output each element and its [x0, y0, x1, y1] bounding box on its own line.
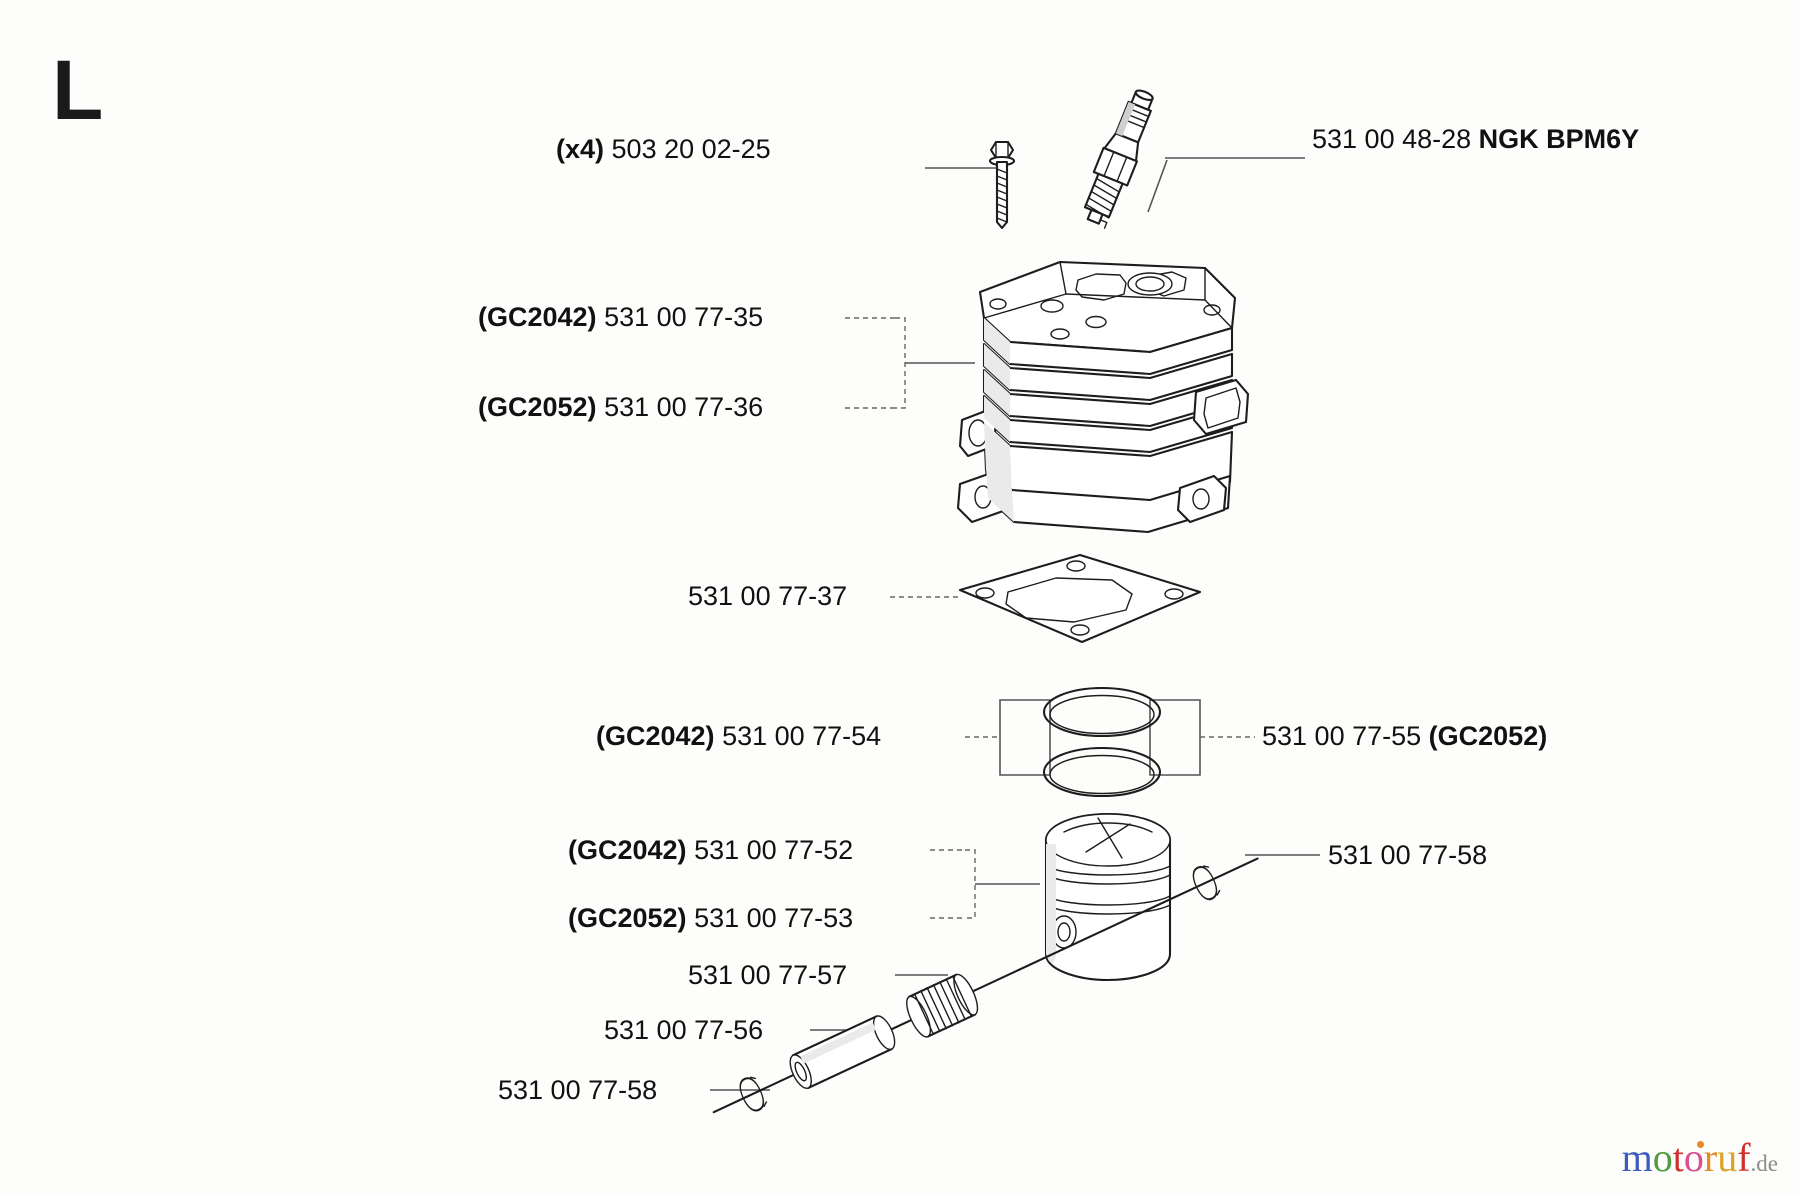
label-circlip-bottom-part: 531 00 77-58 [498, 1075, 658, 1105]
logo-letter-f: f [1737, 1135, 1751, 1180]
label-gasket-part: 531 00 77-37 [688, 581, 848, 611]
label-ring-gc2042: (GC2042) 531 00 77-54 [596, 723, 881, 750]
motoruf-logo[interactable]: motoruf.de [1622, 1138, 1778, 1178]
label-piston-gc2052: (GC2052) 531 00 77-53 [568, 905, 853, 932]
label-screw: (x4) 503 20 02-25 [556, 136, 771, 163]
label-cylinder-gc2052-model: (GC2052) [478, 392, 597, 422]
logo-letter-o1: o [1652, 1135, 1673, 1180]
label-circlip-top-part: 531 00 77-58 [1328, 840, 1488, 870]
label-piston-gc2042: (GC2042) 531 00 77-52 [568, 837, 853, 864]
label-cylinder-gc2042-part: 531 00 77-35 [604, 302, 764, 332]
label-bearing-part: 531 00 77-57 [688, 960, 848, 990]
logo-tld: .de [1750, 1151, 1778, 1176]
logo-dot-icon [1697, 1141, 1704, 1148]
label-spark-plug-part: 531 00 48-28 [1312, 124, 1472, 154]
label-ring-gc2042-model: (GC2042) [596, 721, 715, 751]
label-spark-plug-brand: NGK BPM6Y [1478, 124, 1640, 154]
label-piston-gc2042-part: 531 00 77-52 [694, 835, 854, 865]
label-circlip-bottom: 531 00 77-58 [498, 1077, 657, 1104]
label-cylinder-gc2052-part: 531 00 77-36 [604, 392, 764, 422]
label-circlip-top: 531 00 77-58 [1328, 842, 1487, 869]
label-ring-gc2052: 531 00 77-55 (GC2052) [1262, 723, 1547, 750]
label-screw-part: 503 20 02-25 [611, 134, 771, 164]
label-cylinder-gc2052: (GC2052) 531 00 77-36 [478, 394, 763, 421]
label-pin-part: 531 00 77-56 [604, 1015, 764, 1045]
label-bearing: 531 00 77-57 [688, 962, 847, 989]
label-ring-gc2052-part: 531 00 77-55 [1262, 721, 1422, 751]
label-piston-gc2042-model: (GC2042) [568, 835, 687, 865]
label-ring-gc2052-model: (GC2052) [1428, 721, 1548, 751]
label-screw-qty: (x4) [556, 134, 605, 164]
section-letter: L [52, 43, 103, 137]
label-gasket: 531 00 77-37 [688, 583, 847, 610]
logo-letter-u: u [1717, 1135, 1738, 1180]
label-spark-plug: 531 00 48-28 NGK BPM6Y [1312, 126, 1639, 153]
logo-letter-m: m [1621, 1135, 1653, 1180]
logo-letter-t: t [1672, 1135, 1684, 1180]
label-cylinder-gc2042: (GC2042) 531 00 77-35 [478, 304, 763, 331]
label-piston-gc2052-part: 531 00 77-53 [694, 903, 854, 933]
label-cylinder-gc2042-model: (GC2042) [478, 302, 597, 332]
label-piston-gc2052-model: (GC2052) [568, 903, 687, 933]
label-ring-gc2042-part: 531 00 77-54 [722, 721, 882, 751]
label-pin: 531 00 77-56 [604, 1017, 763, 1044]
logo-letter-r: r [1703, 1135, 1718, 1180]
